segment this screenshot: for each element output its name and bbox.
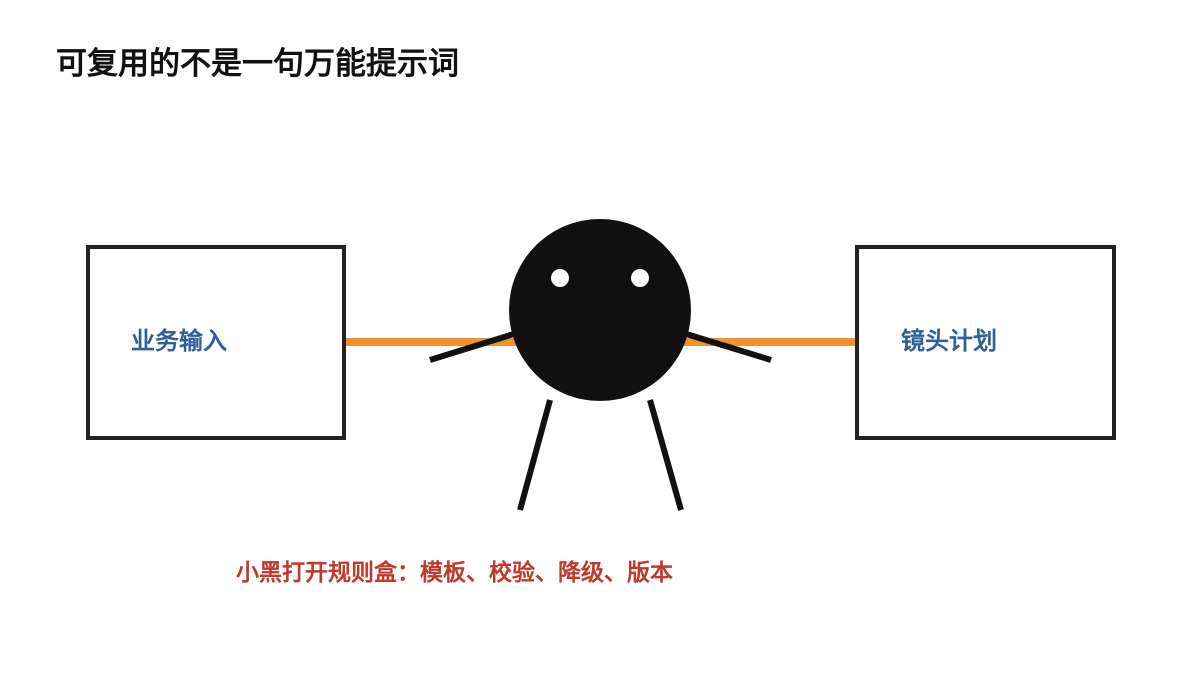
- figure-left-eye: [551, 269, 569, 287]
- output-box: 镜头计划: [855, 245, 1116, 440]
- figure-right-arm: [682, 330, 772, 363]
- caption: 小黑打开规则盒：模板、校验、降级、版本: [236, 560, 673, 586]
- figure-left-arm: [429, 330, 518, 363]
- output-box-label: 镜头计划: [901, 327, 997, 355]
- figure-right-leg: [647, 399, 684, 511]
- page-title: 可复用的不是一句万能提示词: [56, 46, 459, 82]
- input-box-label: 业务输入: [131, 327, 227, 355]
- figure-right-eye: [631, 269, 649, 287]
- figure-left-leg: [517, 399, 553, 511]
- input-box: 业务输入: [86, 245, 346, 440]
- figure-body: [509, 219, 691, 401]
